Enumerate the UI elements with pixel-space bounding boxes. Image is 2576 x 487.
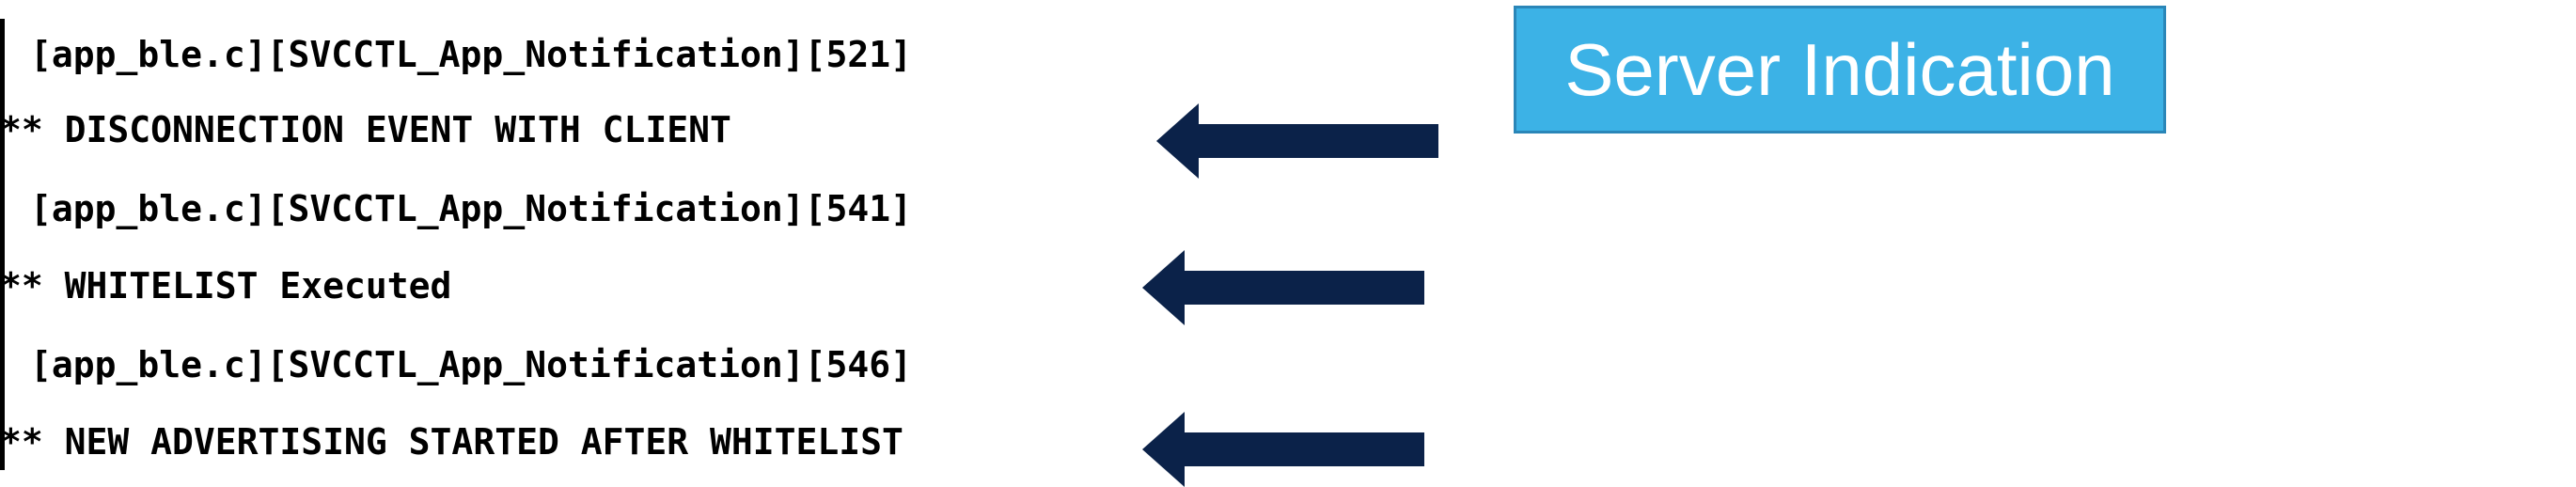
- log-output: [app_ble.c][SVCCTL_App_Notification][521…: [0, 0, 1109, 481]
- server-indication-label: Server Indication: [1564, 27, 2115, 111]
- log-line-source: [app_ble.c][SVCCTL_App_Notification][546…: [30, 344, 912, 385]
- log-line-source: [app_ble.c][SVCCTL_App_Notification][521…: [30, 34, 912, 75]
- server-indication-box: Server Indication: [1514, 6, 2166, 134]
- terminal-left-border: [0, 19, 5, 470]
- arrow-left-icon: [1142, 412, 1424, 487]
- log-line-source: [app_ble.c][SVCCTL_App_Notification][541…: [30, 188, 912, 229]
- log-line-event: ** NEW ADVERTISING STARTED AFTER WHITELI…: [0, 421, 903, 463]
- arrow-left-icon: [1142, 250, 1424, 325]
- log-line-event: ** DISCONNECTION EVENT WITH CLIENT: [0, 109, 731, 150]
- arrow-left-icon: [1156, 103, 1438, 179]
- log-line-event: ** WHITELIST Executed: [0, 265, 452, 306]
